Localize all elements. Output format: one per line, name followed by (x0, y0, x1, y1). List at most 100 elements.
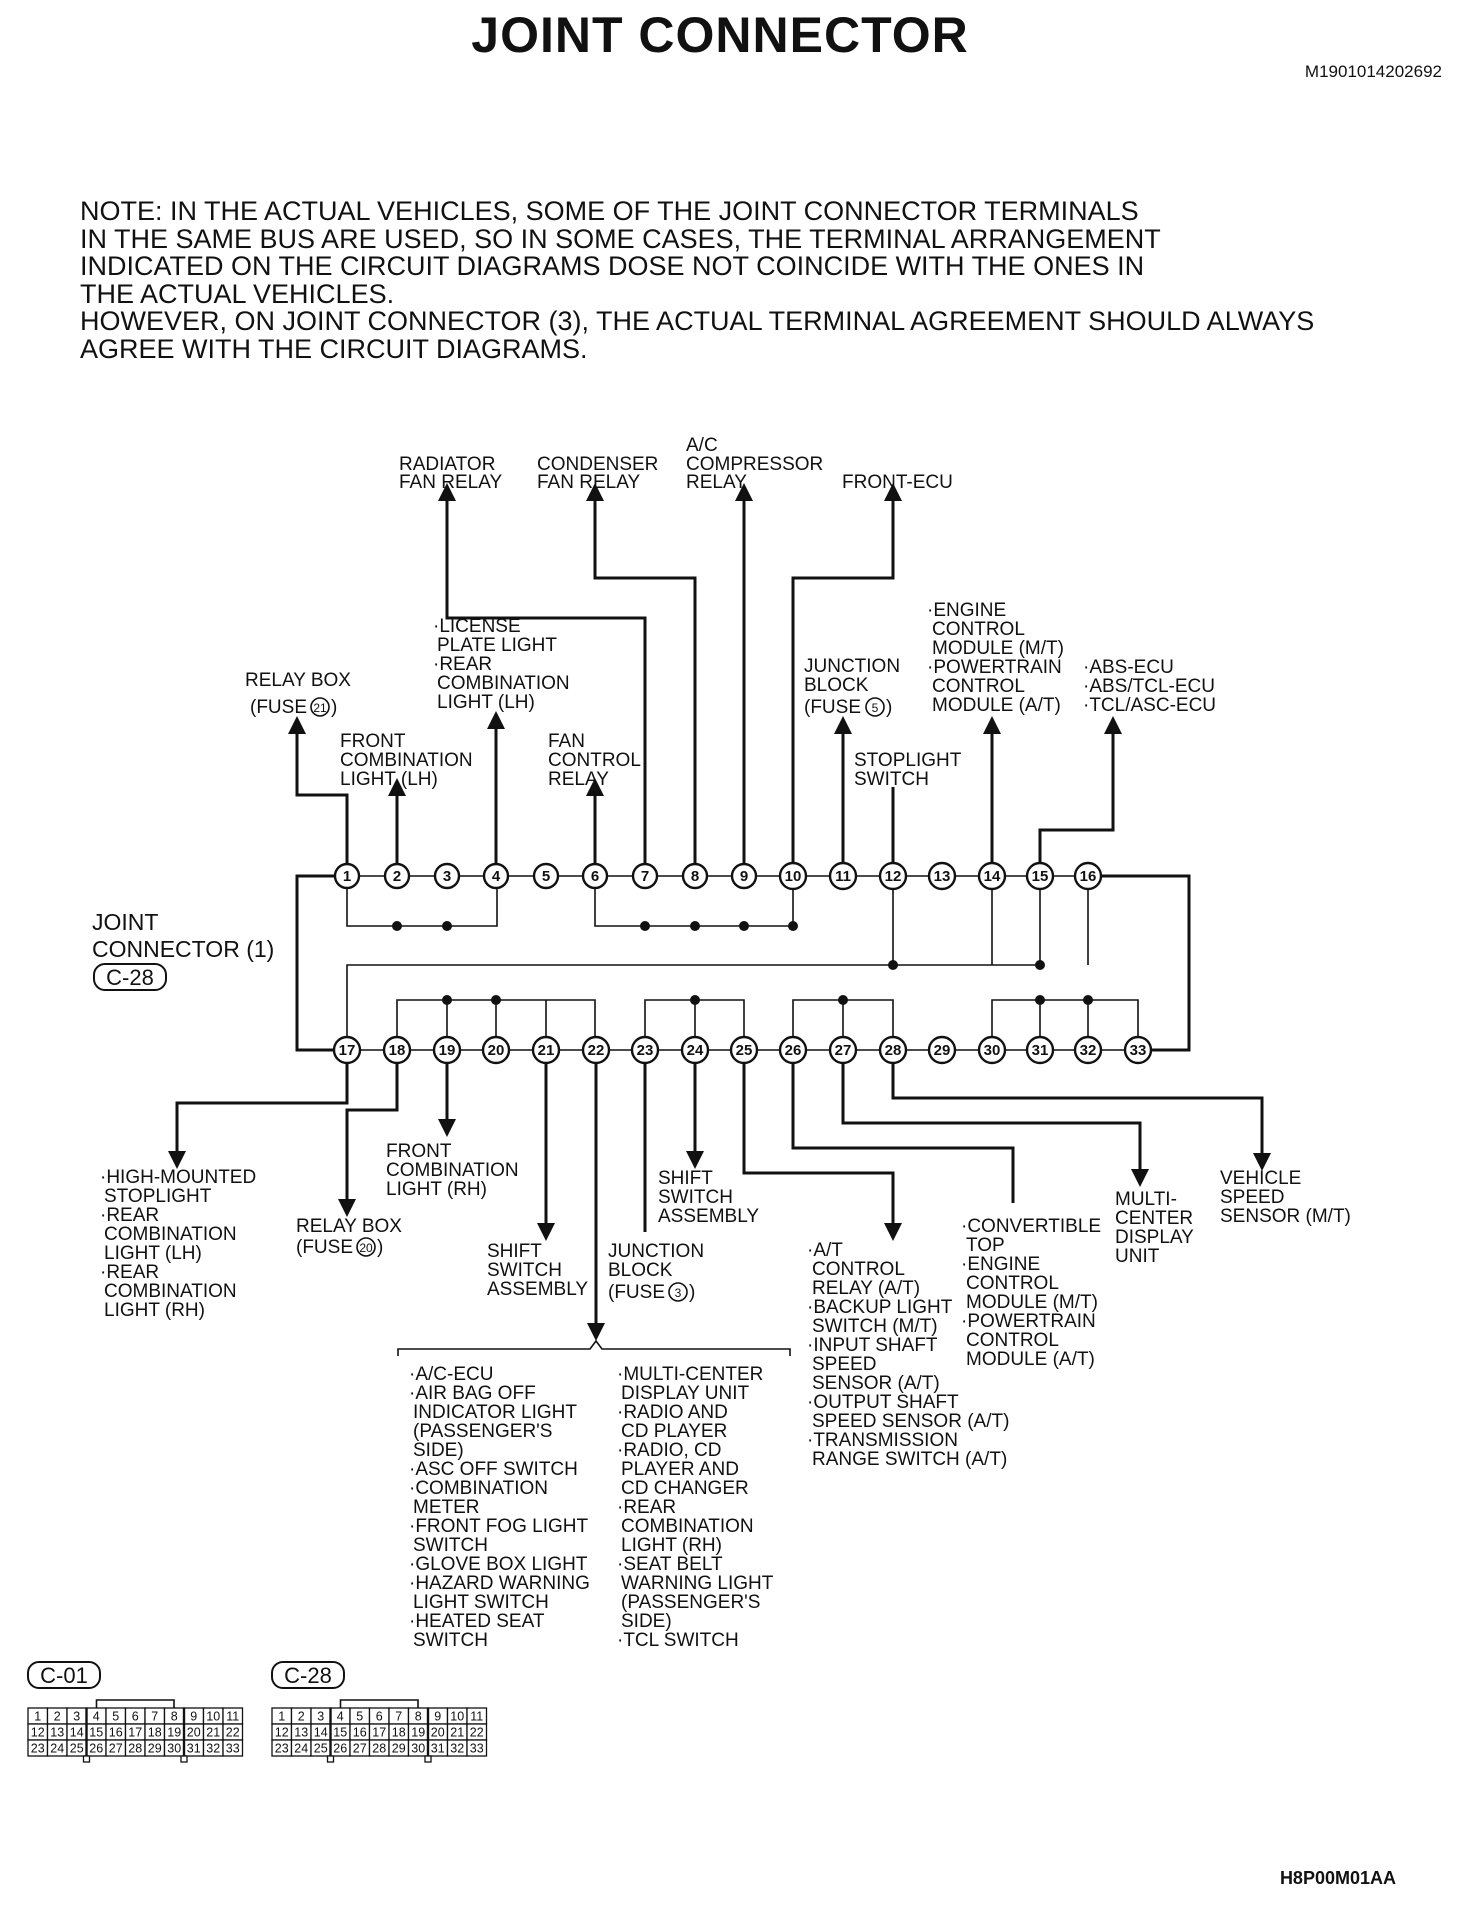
svg-text:23: 23 (637, 1042, 654, 1059)
svg-text:C-28: C-28 (106, 965, 154, 990)
pin-23: 23 (630, 1035, 660, 1065)
pin-9: 9 (730, 862, 758, 890)
svg-text:SWITCH (M/T): SWITCH (M/T) (812, 1316, 938, 1337)
svg-text:LIGHT (RH): LIGHT (RH) (386, 1179, 487, 1200)
page-title: JOINT CONNECTOR (471, 7, 969, 63)
connector-cell-number: 13 (50, 1726, 64, 1740)
svg-text:DISPLAY UNIT: DISPLAY UNIT (621, 1383, 750, 1404)
connector-cell-number: 10 (206, 1710, 220, 1724)
connector-cell-number: 33 (470, 1742, 484, 1756)
svg-text:): ) (886, 697, 892, 718)
svg-text:·REAR: ·REAR (100, 1205, 159, 1226)
svg-text:FRONT: FRONT (386, 1141, 452, 1162)
svg-text:CONTROL: CONTROL (966, 1330, 1059, 1351)
connector-bottom-tab (326, 1755, 335, 1763)
svg-text:(PASSENGER'S: (PASSENGER'S (621, 1592, 760, 1613)
svg-text:SWITCH: SWITCH (413, 1630, 488, 1651)
svg-text:20: 20 (488, 1042, 505, 1059)
svg-text:·INPUT SHAFT: ·INPUT SHAFT (807, 1335, 938, 1356)
svg-text:·POWERTRAIN: ·POWERTRAIN (927, 657, 1062, 678)
connector-cell-number: 24 (294, 1742, 308, 1756)
connector-cell-number: 29 (148, 1742, 162, 1756)
connector-cell-number: 30 (167, 1742, 181, 1756)
connector-cell-number: 20 (431, 1726, 445, 1740)
svg-text:·GLOVE BOX LIGHT: ·GLOVE BOX LIGHT (409, 1554, 588, 1575)
svg-text:SIDE): SIDE) (621, 1611, 672, 1632)
svg-text:·FRONT FOG LIGHT: ·FRONT FOG LIGHT (409, 1516, 588, 1537)
svg-text:JOINT: JOINT (92, 909, 158, 935)
svg-text:CONDENSER: CONDENSER (537, 454, 658, 475)
svg-text:CONTROL: CONTROL (932, 619, 1025, 640)
pin-27: 27 (828, 1035, 858, 1065)
svg-text:7: 7 (641, 868, 649, 885)
svg-text:(FUSE: (FUSE (608, 1282, 665, 1303)
document-id: M1901014202692 (1304, 62, 1442, 81)
pin-15: 15 (1025, 861, 1055, 891)
svg-text:SWITCH: SWITCH (487, 1260, 562, 1281)
pin-row-top: 1 2 3 4 5 6 7 8 9 10 11 12 13 14 15 16 (333, 861, 1103, 891)
svg-text:RADIATOR: RADIATOR (399, 454, 495, 475)
connector-cell-number: 8 (415, 1710, 422, 1724)
svg-text:SPEED: SPEED (812, 1354, 876, 1375)
pin-10: 10 (778, 861, 808, 891)
connector-cell-number: 17 (372, 1726, 386, 1740)
svg-text:32: 32 (1080, 1042, 1097, 1059)
svg-text:SHIFT: SHIFT (658, 1168, 713, 1189)
svg-text:SWITCH: SWITCH (658, 1187, 733, 1208)
svg-text:21: 21 (538, 1042, 555, 1059)
svg-text:TOP: TOP (966, 1235, 1005, 1256)
pin-7: 7 (631, 862, 659, 890)
pin-5: 5 (532, 862, 560, 890)
splice-dots (392, 921, 1093, 1005)
svg-text:RELAY BOX: RELAY BOX (245, 670, 351, 691)
svg-text:SHIFT: SHIFT (487, 1241, 542, 1262)
svg-text:·ENGINE: ·ENGINE (961, 1254, 1040, 1275)
svg-text:RELAY (A/T): RELAY (A/T) (812, 1278, 920, 1299)
svg-text:LIGHT SWITCH: LIGHT SWITCH (413, 1592, 549, 1613)
pin-12: 12 (878, 861, 908, 891)
svg-text:15: 15 (1032, 868, 1049, 885)
svg-text:·HEATED SEAT: ·HEATED SEAT (409, 1611, 545, 1632)
svg-text:·TRANSMISSION: ·TRANSMISSION (807, 1430, 958, 1451)
pin-19: 19 (432, 1035, 462, 1065)
svg-text:·ABS-ECU: ·ABS-ECU (1083, 657, 1174, 678)
svg-text:5: 5 (542, 868, 550, 885)
connector-cell-number: 13 (294, 1726, 308, 1740)
svg-text:9: 9 (740, 868, 748, 885)
svg-text:14: 14 (984, 868, 1001, 885)
joint-connector-label: JOINT CONNECTOR (1) C-28 (92, 909, 274, 991)
connector-cell-number: 16 (109, 1726, 123, 1740)
svg-text:·TCL SWITCH: ·TCL SWITCH (617, 1630, 739, 1651)
svg-text:31: 31 (1032, 1042, 1049, 1059)
pin-4: 4 (482, 862, 510, 890)
connector-cell-number: 3 (73, 1710, 80, 1724)
svg-text:16: 16 (1080, 868, 1097, 885)
svg-text:LIGHT (RH): LIGHT (RH) (621, 1535, 722, 1556)
connector-code-tag: C-28 (93, 963, 167, 991)
svg-text:COMBINATION: COMBINATION (104, 1281, 237, 1302)
svg-text:MULTI-: MULTI- (1115, 1189, 1177, 1210)
connector-cell-number: 5 (112, 1710, 119, 1724)
svg-text:·HAZARD WARNING: ·HAZARD WARNING (409, 1573, 590, 1594)
note-line: AGREE WITH THE CIRCUIT DIAGRAMS. (80, 333, 588, 364)
svg-text:MODULE (M/T): MODULE (M/T) (932, 638, 1064, 659)
svg-text:CD CHANGER: CD CHANGER (621, 1478, 749, 1499)
connector-cell-number: 5 (356, 1710, 363, 1724)
bottom-wires (168, 1041, 1271, 1341)
svg-text:JUNCTION: JUNCTION (608, 1241, 704, 1262)
pin-8: 8 (681, 862, 709, 890)
pin-21: 21 (531, 1035, 561, 1065)
connector-cell-number: 19 (167, 1726, 181, 1740)
svg-text:3: 3 (675, 1286, 682, 1300)
connector-cell-number: 18 (392, 1726, 406, 1740)
bottom-bus-groups (396, 999, 1139, 1050)
pin-14: 14 (977, 861, 1007, 891)
